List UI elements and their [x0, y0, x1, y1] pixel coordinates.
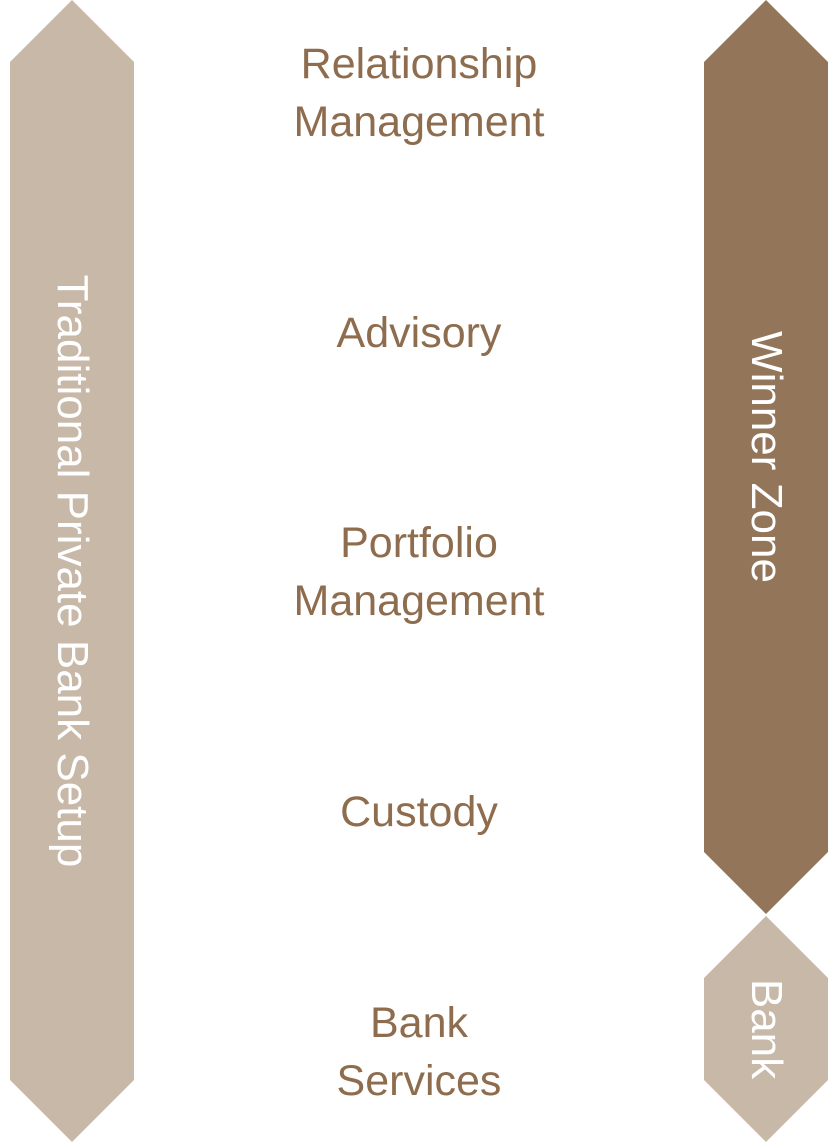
layer-portfolio-management: Portfolio Management	[200, 514, 638, 630]
traditional-bank-arrow-shape	[10, 0, 134, 1142]
winner-zone-arrow-shape	[704, 0, 828, 914]
layer-bank-services: Bank Services	[200, 994, 638, 1110]
bank-label: Bank	[742, 978, 791, 1080]
layer-label-line2: Management	[293, 577, 545, 625]
layer-label-line1: Advisory	[336, 309, 502, 357]
layer-advisory: Advisory	[200, 304, 638, 362]
layer-custody: Custody	[200, 783, 638, 841]
winner-zone-label: Winner Zone	[742, 331, 791, 583]
layer-label-line2: Services	[336, 1057, 502, 1105]
bank-arrow-shape	[704, 916, 828, 1142]
layer-label-line1: Relationship	[300, 40, 538, 88]
layer-label-line1: Bank	[369, 999, 468, 1047]
traditional-bank-label: Traditional Private Bank Setup	[48, 274, 97, 868]
layer-label-line1: Portfolio	[340, 519, 498, 567]
layer-relationship-management: Relationship Management	[200, 35, 638, 151]
layer-label-line1: Custody	[340, 788, 498, 836]
layer-label-line2: Management	[293, 98, 545, 146]
